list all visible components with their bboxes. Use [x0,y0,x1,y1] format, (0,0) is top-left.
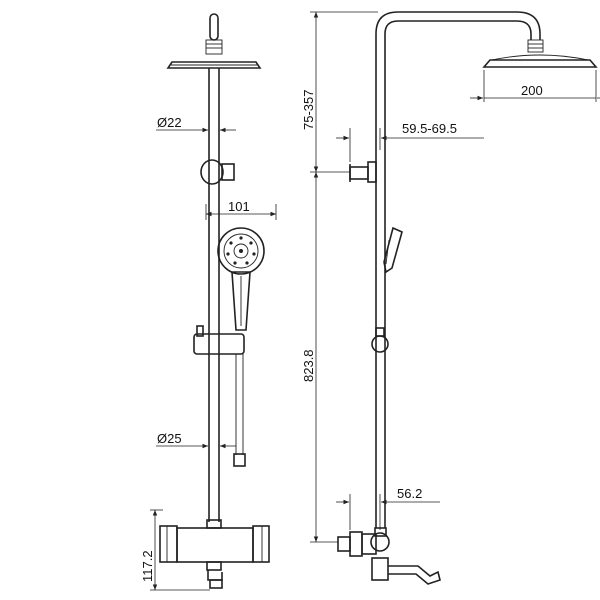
dimension-rail-diameter: Ø22 [156,115,236,133]
front-shower-head [166,13,262,69]
front-hand-shower [217,227,265,331]
front-diverter [200,159,235,185]
rail-diameter-label: Ø22 [157,115,182,130]
dimension-column-height: 823.8 [301,172,338,543]
side-shower-head [482,54,598,68]
side-mixer [337,527,441,585]
dimension-mixer-height: 117.2 [140,509,210,591]
outlet-offset-label: 56.2 [397,486,422,501]
front-mixer [159,519,270,589]
side-slider [371,327,389,353]
arm-range-label: 75-357 [301,90,316,130]
side-wall-bracket [349,161,377,183]
front-main-rail [208,68,220,522]
front-slider [193,325,245,355]
column-height-label: 823.8 [301,349,316,382]
side-hand-shower [383,226,403,274]
handset-width-label: 101 [228,199,250,214]
wall-offset-label: 59.5-69.5 [402,121,457,136]
side-view: 75-357 59.5-69.5 200 823.8 [301,11,600,585]
dimension-head-diameter: 200 [470,70,600,102]
dimension-wall-offset: 59.5-69.5 [336,121,484,162]
front-hose [233,354,246,467]
side-column-arm [375,11,544,528]
mixer-height-label: 117.2 [140,550,155,582]
dimension-lower-rail-diameter: Ø25 [156,431,236,449]
head-diameter-label: 200 [521,83,543,98]
dimension-outlet-offset: 56.2 [336,486,440,530]
lower-rail-diameter-label: Ø25 [157,431,182,446]
dimension-handset-width: 101 [205,199,277,220]
dimension-arm-range: 75-357 [301,11,378,173]
front-view: Ø22 101 Ø25 117.2 [140,13,277,591]
